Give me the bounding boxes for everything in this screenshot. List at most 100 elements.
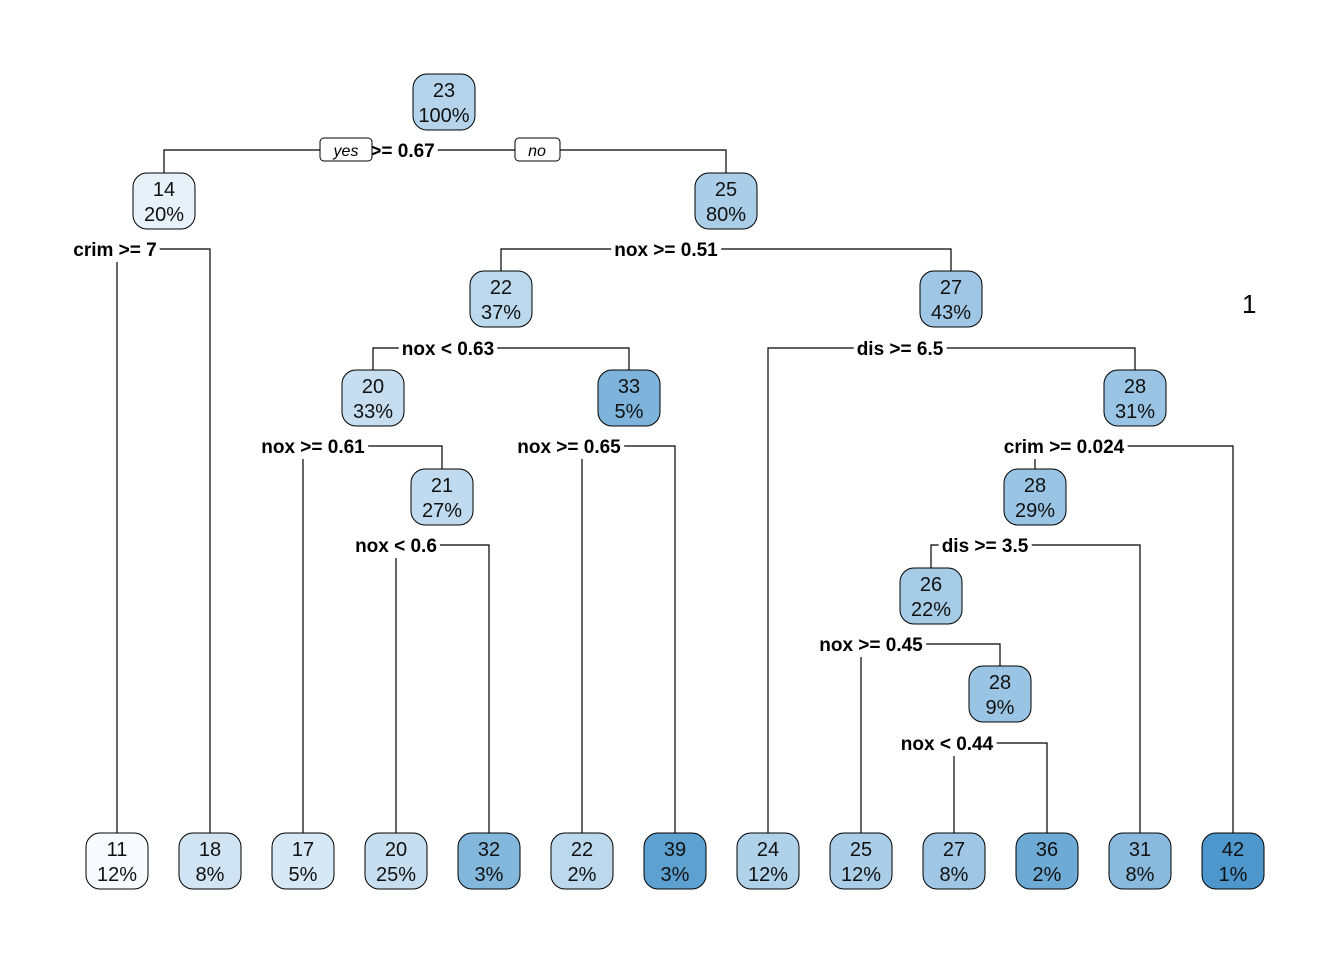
- edge-n5-n9: [951, 347, 1136, 370]
- node-percent: 5%: [615, 401, 644, 423]
- edge-n3-n5: [726, 248, 952, 271]
- corner-label: 1: [1242, 289, 1256, 319]
- edge-n4-n7: [501, 347, 630, 370]
- split-label-n6: nox >= 0.61: [261, 437, 365, 458]
- node-box: [550, 832, 614, 890]
- node-box: [469, 270, 533, 328]
- internal-node-n12: 289%: [968, 665, 1032, 723]
- node-value: 22: [571, 839, 593, 861]
- node-box: [457, 832, 521, 890]
- leaf-node-l7: 393%: [643, 832, 707, 890]
- node-value: 28: [1024, 475, 1046, 497]
- node-percent: 43%: [931, 302, 971, 324]
- node-percent: 37%: [481, 302, 521, 324]
- node-box: [85, 832, 149, 890]
- node-value: 20: [385, 839, 407, 861]
- node-box: [736, 832, 800, 890]
- split-label-n4: nox < 0.63: [402, 339, 494, 360]
- split-label-background: [398, 338, 498, 361]
- leaf-node-l11: 362%: [1015, 832, 1079, 890]
- node-percent: 100%: [418, 105, 469, 127]
- node-percent: 31%: [1115, 401, 1155, 423]
- node-box: [643, 832, 707, 890]
- split-label-n12: nox < 0.44: [901, 734, 994, 755]
- node-box: [132, 172, 196, 230]
- split-label-background: [514, 436, 625, 459]
- leaf-node-l2: 188%: [178, 832, 242, 890]
- node-percent: 3%: [661, 864, 690, 886]
- split-label-background: [938, 535, 1032, 558]
- no-branch-label: no: [528, 143, 546, 160]
- node-percent: 2%: [568, 864, 597, 886]
- leaf-node-l5: 323%: [457, 832, 521, 890]
- node-percent: 9%: [986, 697, 1015, 719]
- node-value: 27: [943, 839, 965, 861]
- no-tag-box: [514, 137, 561, 162]
- node-box: [1201, 832, 1265, 890]
- node-percent: 5%: [289, 864, 318, 886]
- node-box: [178, 832, 242, 890]
- node-value: 24: [757, 839, 779, 861]
- node-box: [364, 832, 428, 890]
- split-label-background: [1000, 436, 1128, 459]
- node-value: 23: [433, 80, 455, 102]
- node-value: 25: [850, 839, 872, 861]
- node-percent: 12%: [841, 864, 881, 886]
- split-label-n2: crim >= 7: [73, 240, 156, 261]
- node-box: [1103, 369, 1167, 427]
- node-percent: 33%: [353, 401, 393, 423]
- node-percent: 1%: [1219, 864, 1248, 886]
- node-box: [694, 172, 758, 230]
- split-label-background: [897, 733, 997, 756]
- node-box: [1015, 832, 1079, 890]
- node-value: 21: [431, 475, 453, 497]
- node-percent: 3%: [475, 864, 504, 886]
- edge-n2-l1: [116, 248, 164, 833]
- leaf-node-l6: 222%: [550, 832, 614, 890]
- leaf-node-l3: 175%: [271, 832, 335, 890]
- node-value: 28: [1124, 376, 1146, 398]
- node-box: [968, 665, 1032, 723]
- edge-n2-l2: [164, 248, 211, 833]
- node-value: 22: [490, 277, 512, 299]
- edge-n9-l13: [1135, 445, 1234, 833]
- edge-n8-l5: [442, 544, 490, 833]
- leaf-node-l12: 318%: [1108, 832, 1172, 890]
- leaf-node-l10: 278%: [922, 832, 986, 890]
- node-value: 14: [153, 179, 175, 201]
- node-value: 25: [715, 179, 737, 201]
- edge-n1-n3: [444, 149, 727, 173]
- node-value: 31: [1129, 839, 1151, 861]
- tree-nodes: 23100%1420%2580%2237%2743%2033%335%2127%…: [85, 73, 1265, 890]
- node-value: 42: [1222, 839, 1244, 861]
- edge-n12-l10: [953, 742, 1000, 833]
- split-label-background: [70, 239, 160, 262]
- edge-n7-l6: [581, 445, 629, 833]
- node-percent: 29%: [1015, 500, 1055, 522]
- split-label-n3: nox >= 0.51: [614, 240, 718, 261]
- edge-n8-l4: [395, 544, 442, 833]
- internal-node-n7: 335%: [597, 369, 661, 427]
- yes-tag-box: [319, 137, 373, 162]
- node-box: [899, 567, 963, 625]
- node-box: [271, 832, 335, 890]
- node-value: 39: [664, 839, 686, 861]
- node-value: 28: [989, 672, 1011, 694]
- node-box: [919, 270, 983, 328]
- node-value: 11: [107, 839, 128, 861]
- node-percent: 12%: [748, 864, 788, 886]
- yes-branch-label: yes: [333, 143, 359, 160]
- internal-node-n1: 23 100%: [412, 73, 476, 131]
- edge-n6-n8: [373, 445, 443, 469]
- node-percent: 8%: [940, 864, 969, 886]
- node-percent: 25%: [376, 864, 416, 886]
- node-box: [410, 468, 474, 526]
